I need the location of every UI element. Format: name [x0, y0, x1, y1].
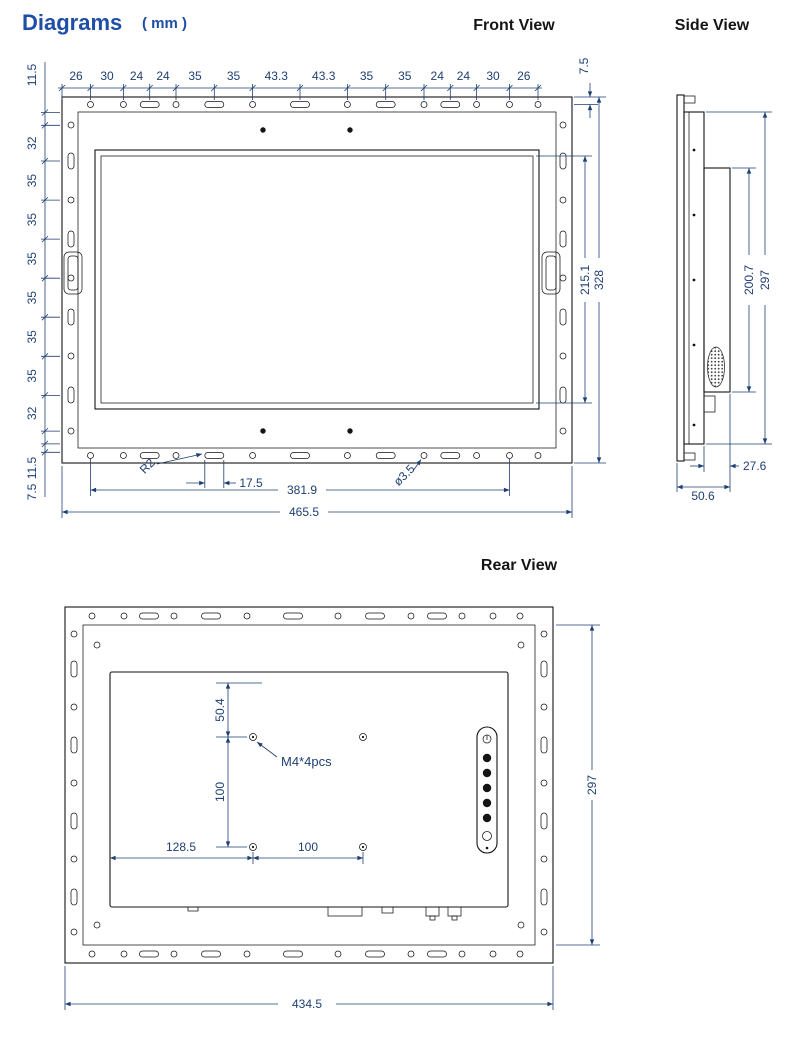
dim-front-top-hole-offset: 7.5 — [577, 57, 591, 74]
dim-front-outer-width: 465.5 — [289, 505, 319, 519]
side-bezel — [676, 94, 685, 462]
dim-label: 43.3 — [312, 69, 336, 83]
rear-flange-line — [82, 624, 536, 946]
rear-back-panel — [109, 671, 509, 908]
dim-rear-vesa-left-offset: 128.5 — [166, 840, 196, 854]
dim-label: 32 — [25, 406, 39, 420]
osd-button-icon — [482, 798, 492, 808]
dim-rear-height: 297 — [585, 775, 599, 795]
dim-label: 35 — [227, 69, 241, 83]
dim-label: 35 — [398, 69, 412, 83]
side-view-drawing — [676, 94, 731, 462]
rear-corner-screws — [93, 641, 525, 929]
dim-label: 30 — [486, 69, 500, 83]
dim-label: 43.3 — [265, 69, 289, 83]
front-bottom-mounting-holes — [87, 452, 542, 459]
dim-side-rear-depth: 27.6 — [743, 459, 767, 473]
dim-front-hole-dia: ø3.5 — [391, 462, 418, 489]
dim-label: 35 — [25, 330, 39, 344]
dim-label: 32 — [25, 136, 39, 150]
rear-vesa-holes — [249, 733, 367, 851]
rear-view-drawing — [64, 606, 554, 964]
dim-side-total-depth: 50.6 — [691, 489, 715, 503]
dim-front-screen-height: 215.1 — [578, 265, 592, 295]
dim-label: 24 — [431, 69, 445, 83]
dim-label: 35 — [188, 69, 202, 83]
header: Diagrams ( mm ) Front View Side View Rea… — [22, 10, 750, 574]
dim-label: 35 — [25, 291, 39, 305]
front-bezel-screws — [260, 127, 353, 434]
rear-right-mounting-holes — [540, 630, 548, 936]
front-view-label: Front View — [473, 17, 555, 34]
osd-button-icon — [482, 753, 492, 763]
led-indicator-icon — [485, 846, 489, 850]
dim-label: 35 — [360, 69, 374, 83]
dim-label: 35 — [25, 174, 39, 188]
side-speaker-grille — [707, 346, 725, 388]
front-outer-frame — [61, 96, 573, 464]
dim-front-left-bottom-offset: 7.5 — [25, 483, 39, 500]
dim-front-left-bottom: 11.5 — [25, 456, 39, 479]
front-screen-outer — [94, 149, 540, 410]
osd-panel — [476, 726, 498, 854]
dim-rear-vesa-vertical: 100 — [213, 782, 227, 802]
osd-button-icon — [482, 783, 492, 793]
dim-front-slot-length: 17.5 — [239, 476, 263, 490]
dim-rear-width: 434.5 — [292, 997, 322, 1011]
side-view-dimensions: 200.7 297 27.6 50.6 — [676, 111, 772, 503]
dim-label: 35 — [25, 213, 39, 227]
rear-view-dimensions: 50.4 100 M4*4pcs 128.5 100 297 434.5 — [64, 624, 600, 1011]
dim-label: 26 — [517, 69, 531, 83]
front-right-mounting-holes — [559, 121, 567, 435]
osd-button-icon — [482, 813, 492, 823]
rear-outer-frame — [64, 606, 554, 964]
osd-button-icon — [482, 831, 492, 841]
front-view-dimensions: 26 30 24 24 35 35 43.3 43.3 35 35 24 24 … — [25, 57, 606, 519]
dim-label: 35 — [25, 252, 39, 266]
dim-front-outer-height: 328 — [592, 270, 606, 290]
dim-rear-vesa-top-offset: 50.4 — [213, 698, 227, 722]
vesa-screw-note: M4*4pcs — [281, 754, 332, 769]
page-title: Diagrams — [22, 10, 122, 35]
rear-left-mounting-holes — [70, 630, 78, 936]
front-top-mounting-holes — [87, 101, 542, 108]
front-flange-line — [77, 111, 557, 449]
dim-label: 35 — [25, 369, 39, 383]
rear-bottom-connectors — [187, 906, 462, 921]
side-rear-cover — [703, 167, 731, 393]
dim-side-rear-section-height: 200.7 — [742, 265, 756, 295]
power-button-icon — [482, 734, 492, 744]
front-screen-inner — [100, 155, 534, 404]
rear-view-label: Rear View — [481, 557, 558, 574]
dim-label: 24 — [457, 69, 471, 83]
dim-front-hole-span: 381.9 — [287, 483, 317, 497]
dim-label: 24 — [130, 69, 144, 83]
dim-label: 24 — [156, 69, 170, 83]
rear-osd-control-strip — [476, 726, 498, 854]
unit-label: ( mm ) — [142, 15, 187, 32]
dim-label: 30 — [100, 69, 114, 83]
side-chassis — [683, 111, 705, 445]
dim-rear-vesa-horizontal: 100 — [298, 840, 318, 854]
front-left-mounting-holes — [67, 121, 75, 435]
front-view-drawing — [61, 96, 573, 464]
dim-front-left-top-offset: 11.5 — [25, 63, 39, 86]
osd-button-icon — [482, 768, 492, 778]
rear-bottom-mounting-holes — [88, 950, 524, 958]
side-view-label: Side View — [675, 17, 750, 34]
dim-label: 26 — [69, 69, 83, 83]
rear-top-mounting-holes — [88, 612, 524, 620]
dim-side-height: 297 — [758, 270, 772, 290]
front-side-brackets — [63, 251, 561, 295]
